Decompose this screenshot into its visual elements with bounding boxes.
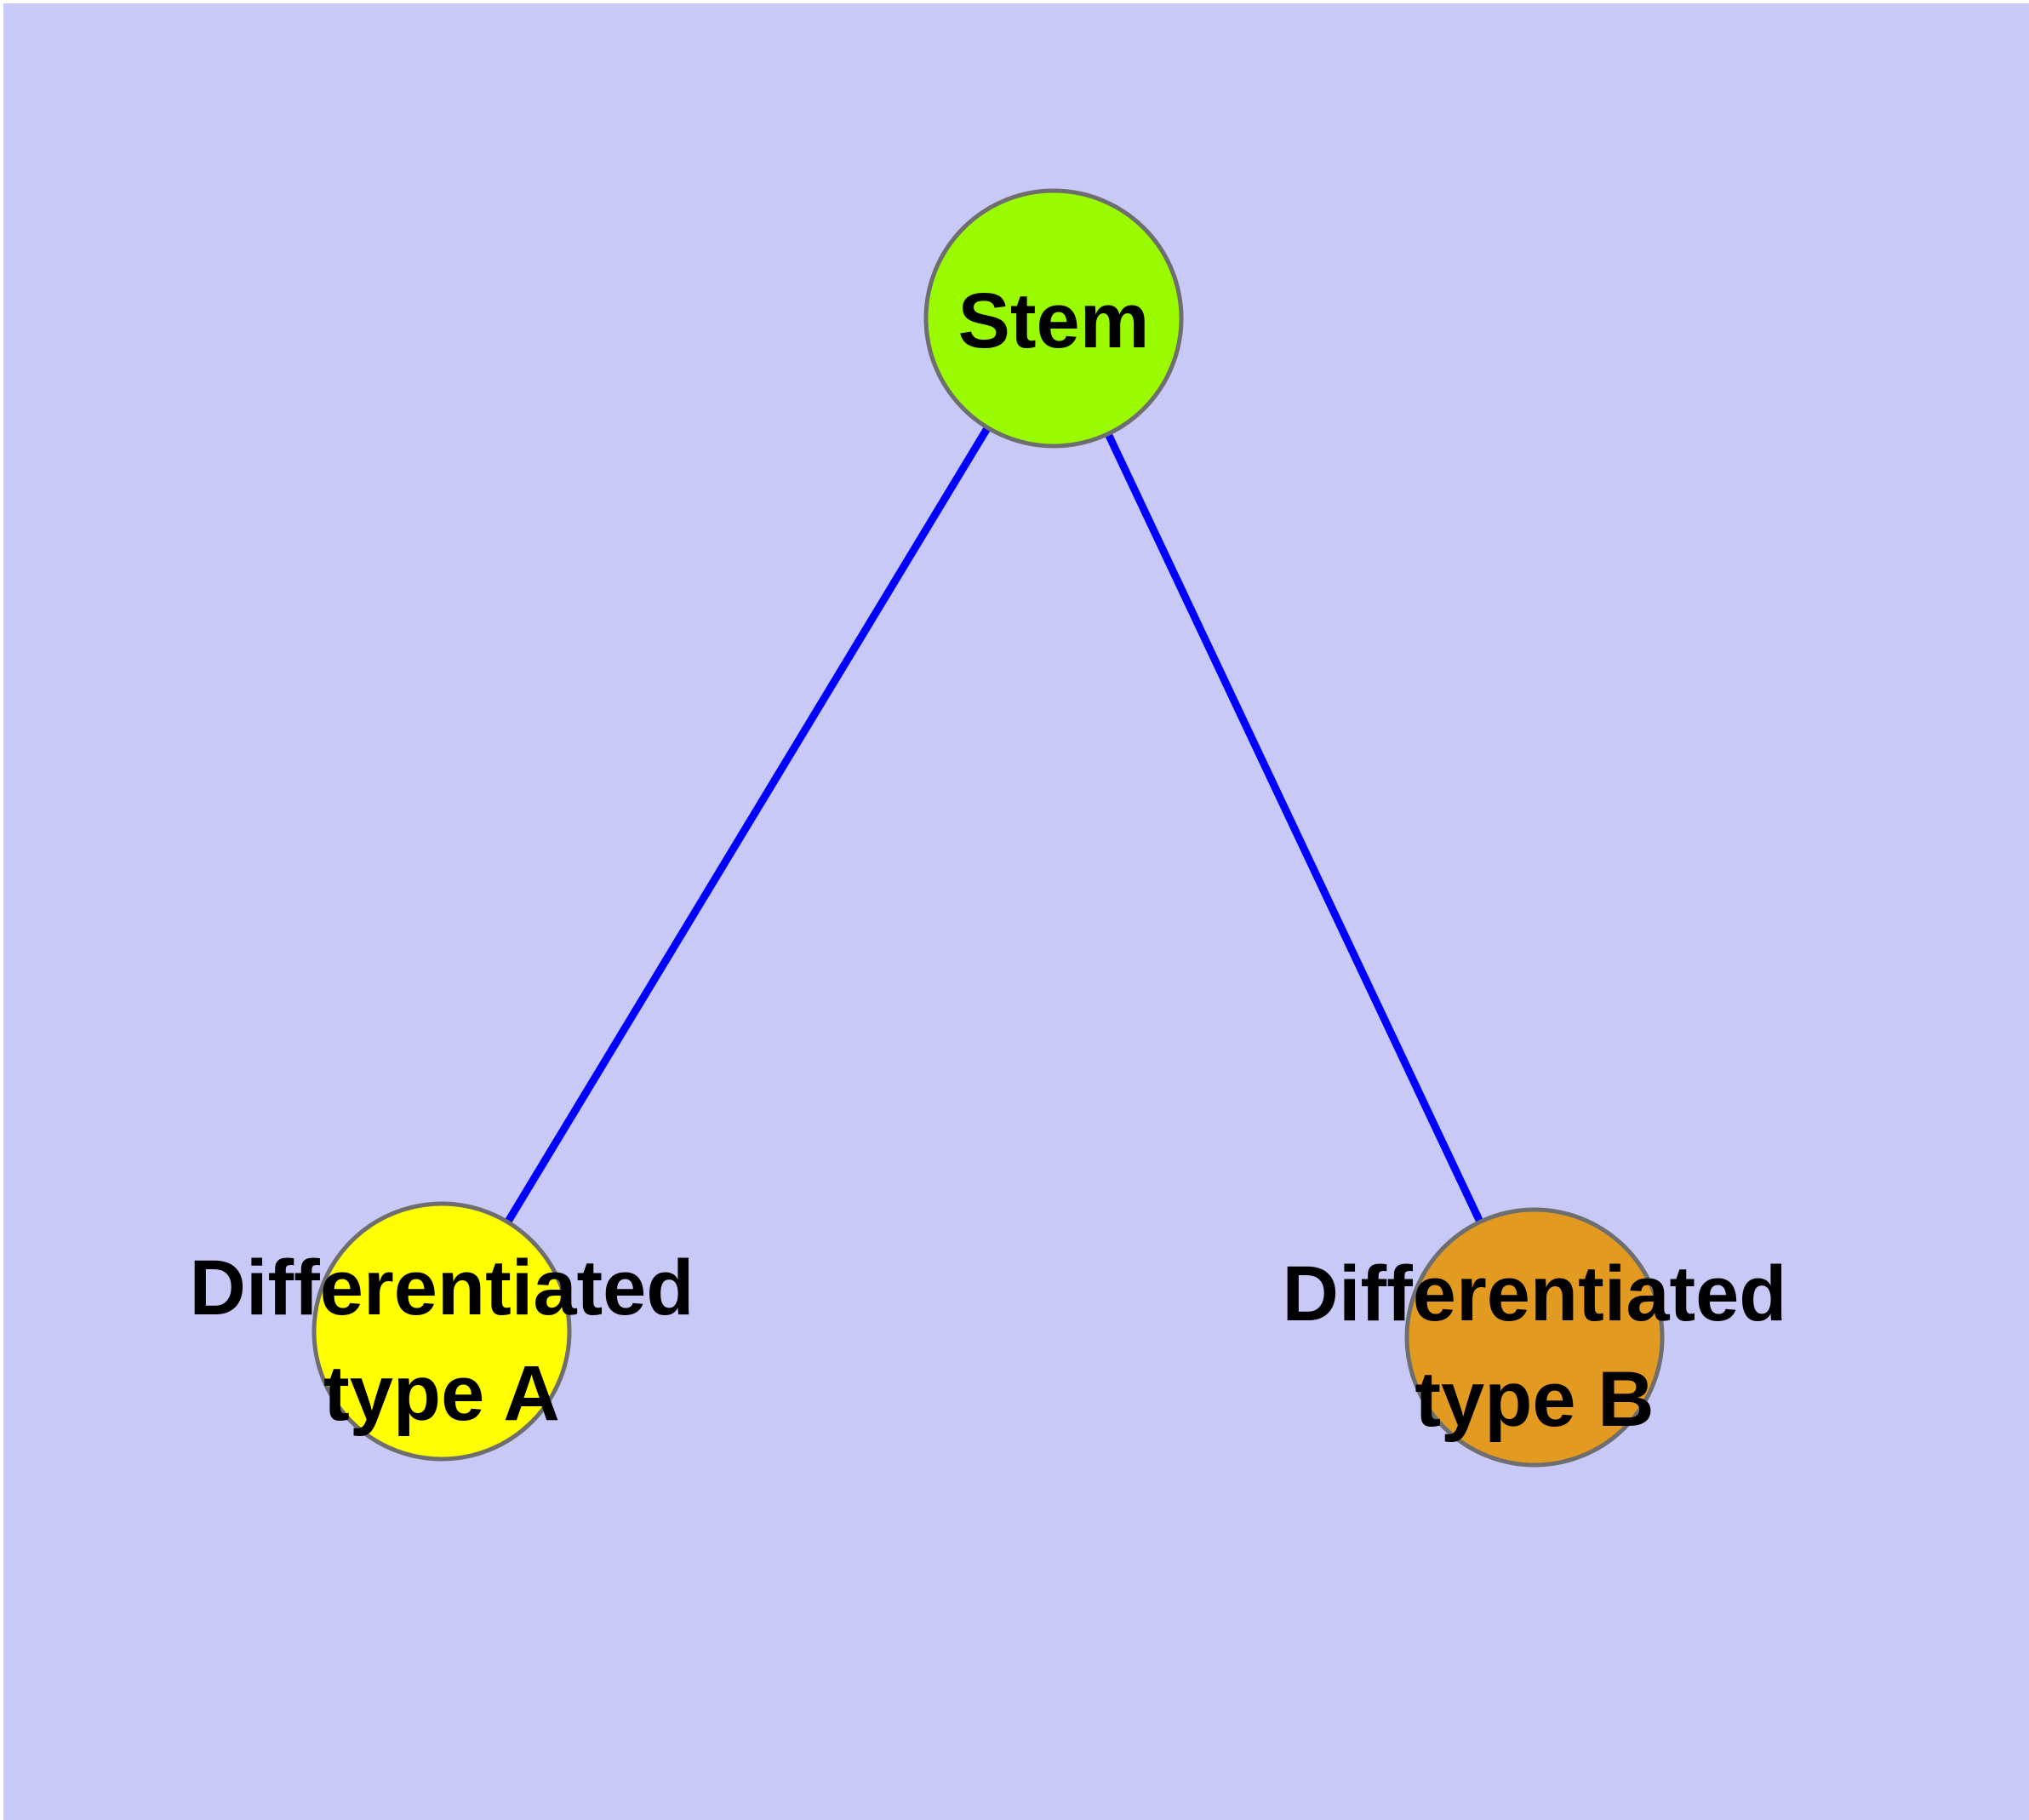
node-type-a-label-line1: Differentiated [190, 1245, 694, 1331]
node-type-b-circle [1404, 1207, 1665, 1468]
node-type-a-label-line2: type A [323, 1350, 560, 1437]
node-type-b-label-line2: type B [1415, 1356, 1654, 1443]
edge-stem-to-type-b [1049, 317, 1539, 1339]
node-stem-circle [923, 188, 1184, 449]
edge-stem-to-type-a [438, 316, 1057, 1334]
node-type-b-label-line1: Differentiated [1283, 1251, 1787, 1337]
node-stem-label: Stem [958, 278, 1150, 364]
node-type-a-circle [311, 1201, 572, 1462]
